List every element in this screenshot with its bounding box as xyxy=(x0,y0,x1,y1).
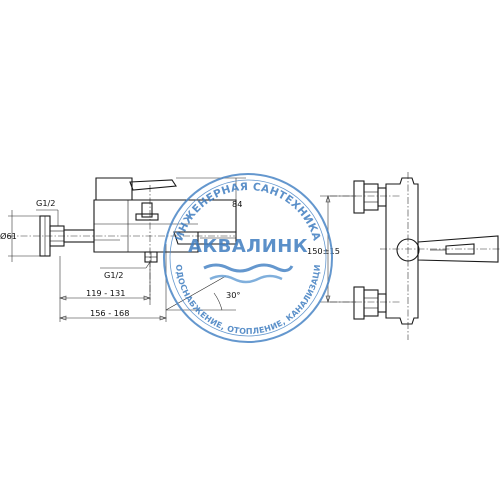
centers-label: 150±15 xyxy=(307,246,340,256)
body-front xyxy=(385,177,419,325)
thread-side-label: G1/2 xyxy=(36,198,56,208)
watermark-brand: АКВАЛИНК xyxy=(188,236,308,257)
width-outer-label: 156 - 168 xyxy=(90,308,129,318)
side-view: G1/2 Ø61 G1/2 119 - 131 156 - 168 84 30 xyxy=(0,177,246,322)
spout-front xyxy=(417,235,499,263)
width-inner-label: 119 - 131 xyxy=(86,288,125,298)
cartridge-knob xyxy=(141,202,153,218)
top-flange xyxy=(353,180,365,214)
angle-label: 30° xyxy=(226,290,241,300)
height-handle-label: 84 xyxy=(232,199,242,209)
bottom-flange xyxy=(353,286,365,320)
thread-bottom-label: G1/2 xyxy=(104,270,124,280)
bottom-nut xyxy=(363,289,379,317)
diameter-label: Ø61 xyxy=(0,231,17,241)
watermark-bottom-arc: ВОДОСНАБЖЕНИЕ, ОТОПЛЕНИЕ, КАНАЛИЗАЦИЯ xyxy=(0,0,322,336)
handle-lever xyxy=(129,179,177,191)
cartridge-circle xyxy=(396,238,420,262)
watermark-top-arc: ИНЖЕНЕРНАЯ САНТЕХНИКА xyxy=(173,181,322,243)
top-nut xyxy=(363,183,379,211)
handle-base xyxy=(95,177,133,200)
front-view: 150±15 xyxy=(307,172,500,340)
